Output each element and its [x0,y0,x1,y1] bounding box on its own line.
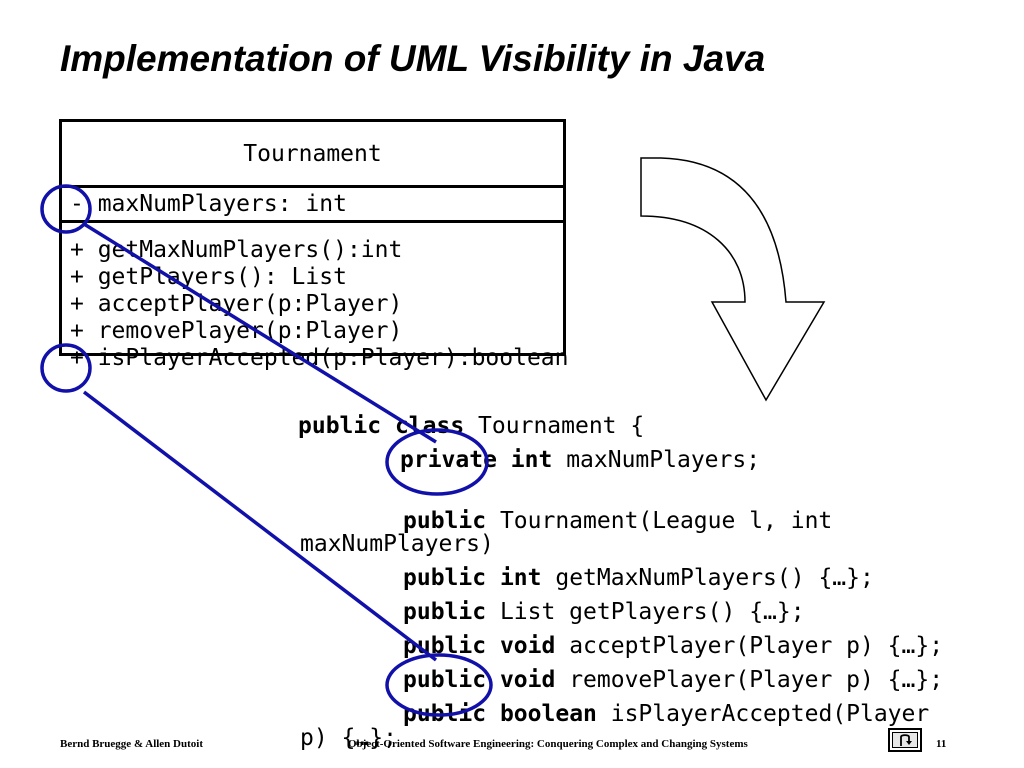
code-text: maxNumPlayers; [552,447,761,473]
code-line-class: public class Tournament { [298,413,644,439]
highlight-circle [385,653,493,717]
uml-operations: + getMaxNumPlayers():int + getPlayers():… [62,223,569,371]
code-text: isPlayerAccepted(Player [596,701,930,727]
code-keyword: public [403,508,487,534]
code-text: Tournament { [464,413,645,439]
uml-attribute: - maxNumPlayers: int [62,188,563,223]
code-line-method-wrap: p) {…}; [300,725,397,751]
code-text: getMaxNumPlayers() {…}; [541,565,874,591]
code-line-method: public List getPlayers() {…}; [403,599,805,625]
code-keyword: public [403,667,487,693]
code-text: List getPlayers() {…}; [486,599,805,625]
code-line-method: public void removePlayer(Player p) {…}; [403,667,943,693]
code-text: acceptPlayer(Player p) {…}; [555,633,944,659]
return-arrow-icon [892,732,918,748]
highlight-circle [40,343,92,393]
code-keyword: boolean [499,701,597,727]
code-text: Tournament(League l, int [486,508,833,534]
code-line-method: public boolean isPlayerAccepted(Player [403,701,929,727]
uml-class-name: Tournament [62,122,563,188]
code-line-method: public int getMaxNumPlayers() {…}; [403,565,874,591]
footer-authors: Bernd Bruegge & Allen Dutoit [60,738,203,750]
return-button[interactable] [888,728,922,752]
uml-operation: + acceptPlayer(p:Player) [70,291,403,317]
code-keyword: int [499,565,542,591]
connector-line [82,390,438,662]
highlight-circle [385,428,489,496]
footer-book-title: Object-Oriented Software Engineering: Co… [348,738,748,750]
uml-operation: + isPlayerAccepted(p:Player):boolean [70,345,569,371]
code-text: removePlayer(Player p) {…}; [555,667,944,693]
uml-operation: + getPlayers(): List [70,264,347,290]
code-line-constructor: public Tournament(League l, int [403,508,832,534]
code-keyword: public [403,565,487,591]
code-keyword: void [499,667,556,693]
uml-class-box: Tournament - maxNumPlayers: int + getMax… [59,119,569,371]
code-keyword: public [298,413,382,439]
page-number: 11 [936,738,947,750]
connector-line [83,222,437,444]
code-keyword: public [403,599,487,625]
code-line-field: private int maxNumPlayers; [400,447,760,473]
highlight-circle [40,184,92,234]
code-keyword: int [510,447,553,473]
code-line-constructor-wrap: maxNumPlayers) [300,531,494,557]
slide-title: Implementation of UML Visibility in Java [60,38,766,79]
uml-operation: + removePlayer(p:Player) [70,318,403,344]
code-keyword: private [400,447,497,473]
code-keyword: void [499,633,556,659]
